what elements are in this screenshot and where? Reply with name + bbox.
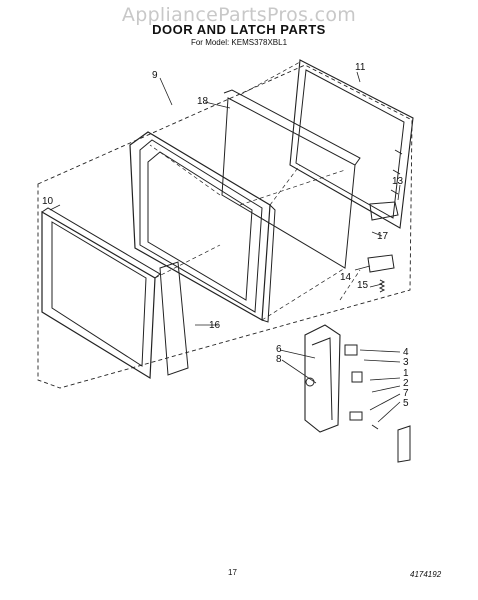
- label-5: 5: [403, 398, 409, 409]
- upper-hinge: [369, 201, 399, 221]
- label-13: 13: [392, 176, 404, 187]
- drawing-code: 4174192: [410, 570, 442, 579]
- label-8: 8: [276, 354, 282, 365]
- page-title: DOOR AND LATCH PARTS: [152, 22, 326, 37]
- door-panel: [41, 207, 161, 380]
- label-15: 15: [357, 280, 369, 291]
- label-1: 1: [403, 368, 409, 379]
- hinge-spring: [378, 279, 386, 293]
- label-10: 10: [42, 196, 54, 207]
- door-frame: [129, 131, 276, 323]
- label-7: 7: [403, 388, 409, 399]
- label-2: 2: [403, 378, 409, 389]
- label-11: 11: [355, 62, 366, 73]
- leader-lines: [49, 71, 401, 423]
- choke-cover: [159, 261, 189, 376]
- label-14: 14: [340, 272, 352, 283]
- label-6: 6: [276, 344, 282, 355]
- projection-lines: [149, 61, 361, 321]
- lower-hinge: [367, 254, 395, 273]
- assembly-boundary: [37, 64, 413, 389]
- page-number: 17: [228, 568, 237, 577]
- label-18: 18: [197, 96, 209, 107]
- label-9: 9: [152, 70, 158, 81]
- watermark: AppliancePartsPros.com: [121, 4, 357, 26]
- label-4: 4: [403, 347, 409, 358]
- rear-frame: [289, 59, 414, 229]
- label-17: 17: [377, 231, 389, 242]
- choke-plate: [221, 89, 361, 269]
- label-3: 3: [403, 357, 409, 368]
- model-number: For Model: KEMS378XBL1: [190, 38, 288, 47]
- latch-assembly: [304, 324, 411, 463]
- label-16: 16: [209, 320, 221, 331]
